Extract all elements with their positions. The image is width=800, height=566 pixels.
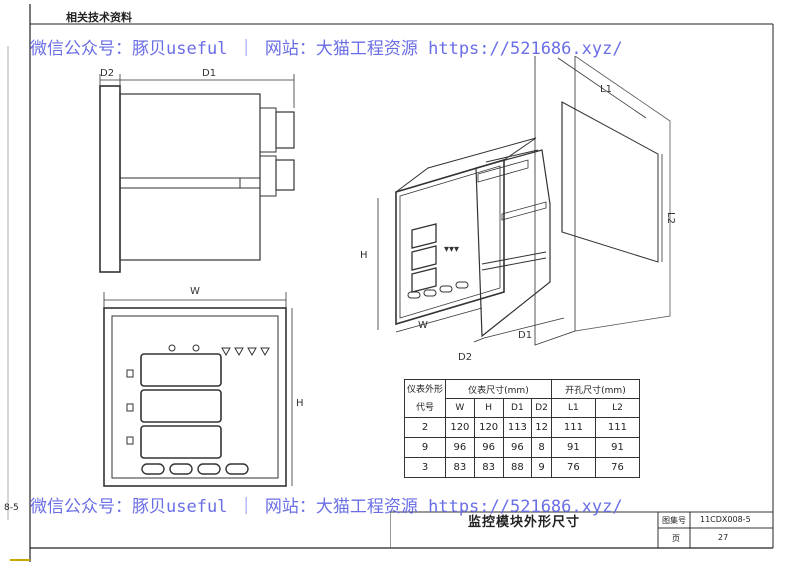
- isometric-view: L1 L2 ▾▾▾ H W D1 D2: [360, 56, 676, 363]
- row-code: 2: [404, 417, 446, 438]
- atlas-number: 11CDX008-5: [700, 515, 751, 524]
- front-view: W H: [103, 286, 304, 487]
- row-code: 3: [404, 457, 446, 478]
- col-code-header: 仪表外形代号: [404, 379, 446, 418]
- cell: 120: [445, 417, 475, 438]
- cell: 76: [550, 457, 596, 478]
- iso-d1-label: D1: [518, 330, 532, 341]
- iso-l1-label: L1: [600, 84, 612, 95]
- watermark-top: 微信公众号：豚贝useful ｜ 网站：大猫工程资源 https://52168…: [30, 39, 623, 59]
- page-number: 27: [718, 533, 729, 542]
- spec-table: 仪表外形代号 仪表尺寸(mm) 开孔尺寸(mm) W H D1 D2 L1 L2…: [404, 379, 641, 478]
- cell: 83: [445, 457, 475, 478]
- iso-h-label: H: [360, 250, 368, 261]
- cell: 96: [445, 437, 475, 458]
- row-code: 9: [404, 437, 446, 458]
- cell: 111: [594, 417, 641, 438]
- col-header: H: [473, 398, 504, 418]
- drawing-title: 监控模块外形尺寸: [468, 515, 581, 530]
- cell: 12: [531, 417, 552, 438]
- side-d1-label: D1: [202, 68, 216, 79]
- cell: 76: [594, 457, 641, 478]
- header-label: 相关技术资料: [66, 11, 132, 24]
- cell: 96: [502, 437, 533, 458]
- cell: 8: [531, 437, 552, 458]
- col-header: L2: [594, 398, 641, 418]
- cell: 96: [473, 437, 504, 458]
- table-row: 3 83 83 88 9 76 76: [404, 457, 641, 478]
- left-page-number: 8-5: [4, 503, 19, 513]
- instrument-size-header: 仪表尺寸(mm): [445, 379, 552, 399]
- col-header: D2: [531, 398, 552, 418]
- side-view: D2 D1: [99, 68, 295, 273]
- side-d2-label: D2: [100, 68, 114, 79]
- cell: 9: [531, 457, 552, 478]
- front-w-label: W: [190, 286, 200, 297]
- cell: 91: [550, 437, 596, 458]
- col-header: L1: [550, 398, 596, 418]
- title-block-frame: [390, 511, 773, 548]
- iso-d2-label: D2: [458, 352, 472, 363]
- cell: 88: [502, 457, 533, 478]
- cutout-size-header: 开孔尺寸(mm): [550, 379, 641, 399]
- col-header: D1: [502, 398, 533, 418]
- table-row: 2 120 120 113 12 111 111: [404, 417, 641, 438]
- svg-text:▾▾▾: ▾▾▾: [444, 244, 459, 255]
- iso-l2-label: L2: [665, 212, 676, 224]
- cell: 120: [473, 417, 504, 438]
- cell: 83: [473, 457, 504, 478]
- col-header: W: [445, 398, 475, 418]
- watermark-bottom: 微信公众号：豚贝useful ｜ 网站：大猫工程资源 https://52168…: [30, 497, 623, 517]
- page-label: 页: [672, 534, 680, 543]
- cell: 113: [502, 417, 533, 438]
- table-row: 9 96 96 96 8 91 91: [404, 437, 641, 458]
- atlas-label: 图集号: [662, 516, 686, 525]
- cell: 91: [594, 437, 641, 458]
- iso-w-label: W: [418, 320, 428, 331]
- cell: 111: [550, 417, 596, 438]
- front-h-label: H: [296, 398, 304, 409]
